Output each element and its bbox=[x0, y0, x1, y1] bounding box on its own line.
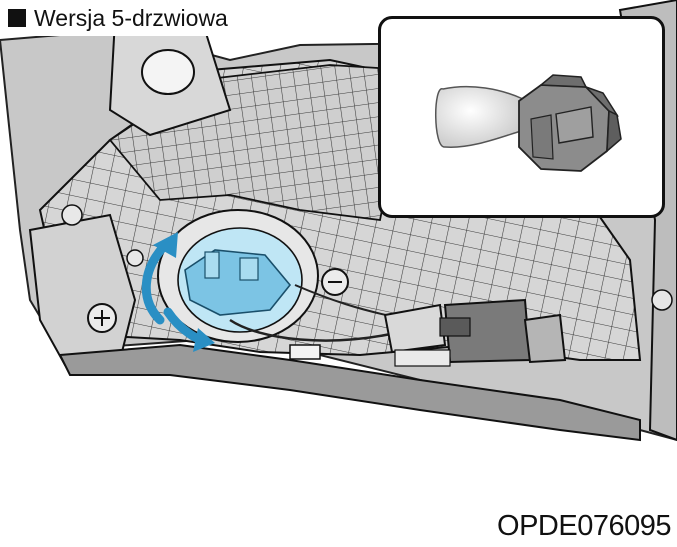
bulb-icon bbox=[435, 74, 622, 172]
bulb-socket-icon bbox=[157, 209, 319, 343]
bulb-detail-inset bbox=[378, 16, 665, 218]
square-marker-icon bbox=[8, 9, 26, 27]
connector-icon bbox=[383, 298, 567, 364]
variant-label: Wersja 5-drzwiowa bbox=[2, 2, 242, 36]
rotate-arrow-icon bbox=[141, 232, 215, 352]
screw-icon bbox=[321, 268, 349, 296]
figure-code: OPDE076095 bbox=[497, 510, 671, 542]
screw-icon bbox=[87, 303, 117, 333]
variant-label-text: Wersja 5-drzwiowa bbox=[34, 5, 228, 31]
